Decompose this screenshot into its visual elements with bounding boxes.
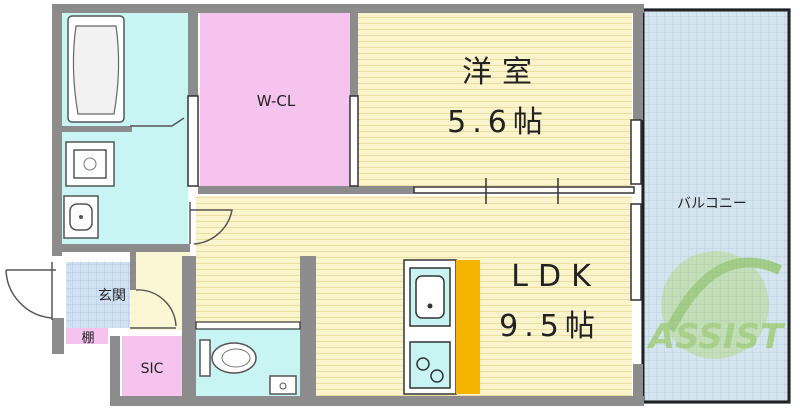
closet-door-right — [349, 95, 359, 187]
shoe-closet-label: SIC — [141, 361, 164, 377]
bathtub-icon — [67, 15, 125, 123]
entrance-label: 玄関 — [98, 287, 126, 304]
entrance-door — [5, 262, 56, 320]
washroom-door — [189, 202, 233, 245]
ldk-size: 9.5帖 — [499, 309, 601, 344]
ldk-name: LDK — [511, 259, 601, 294]
washing-machine-icon — [65, 141, 115, 187]
toilet-icon — [199, 339, 257, 377]
balcony — [641, 8, 791, 404]
walls — [52, 4, 644, 406]
shoe-closet-floor — [122, 336, 182, 400]
watermark-text: ASSIST — [646, 317, 786, 357]
entrance-floor — [66, 262, 130, 328]
balcony-window-lower — [630, 203, 642, 301]
hand-basin-icon — [269, 375, 297, 395]
watermark-logo: ASSIST — [646, 251, 786, 359]
sliding-partition — [413, 178, 635, 204]
wash-basin-icon — [63, 195, 99, 239]
toilet-partition — [195, 321, 301, 330]
walk-in-closet-label: W-CL — [257, 92, 296, 110]
shoe-closet-door — [130, 289, 177, 329]
western-room-size: 5.6帖 — [447, 105, 549, 140]
shelf-label: 棚 — [81, 331, 94, 346]
bath-door — [130, 117, 185, 127]
balcony-label: バルコニー — [677, 196, 747, 212]
balcony-window-upper — [630, 119, 642, 185]
western-room-floor — [358, 12, 632, 188]
shelf-floor — [66, 328, 108, 344]
stove-icon — [409, 341, 451, 389]
sink-icon — [409, 267, 451, 327]
western-room-name: 洋室 — [462, 55, 542, 90]
walk-in-closet-floor — [200, 12, 352, 188]
closet-door-left — [187, 95, 199, 187]
